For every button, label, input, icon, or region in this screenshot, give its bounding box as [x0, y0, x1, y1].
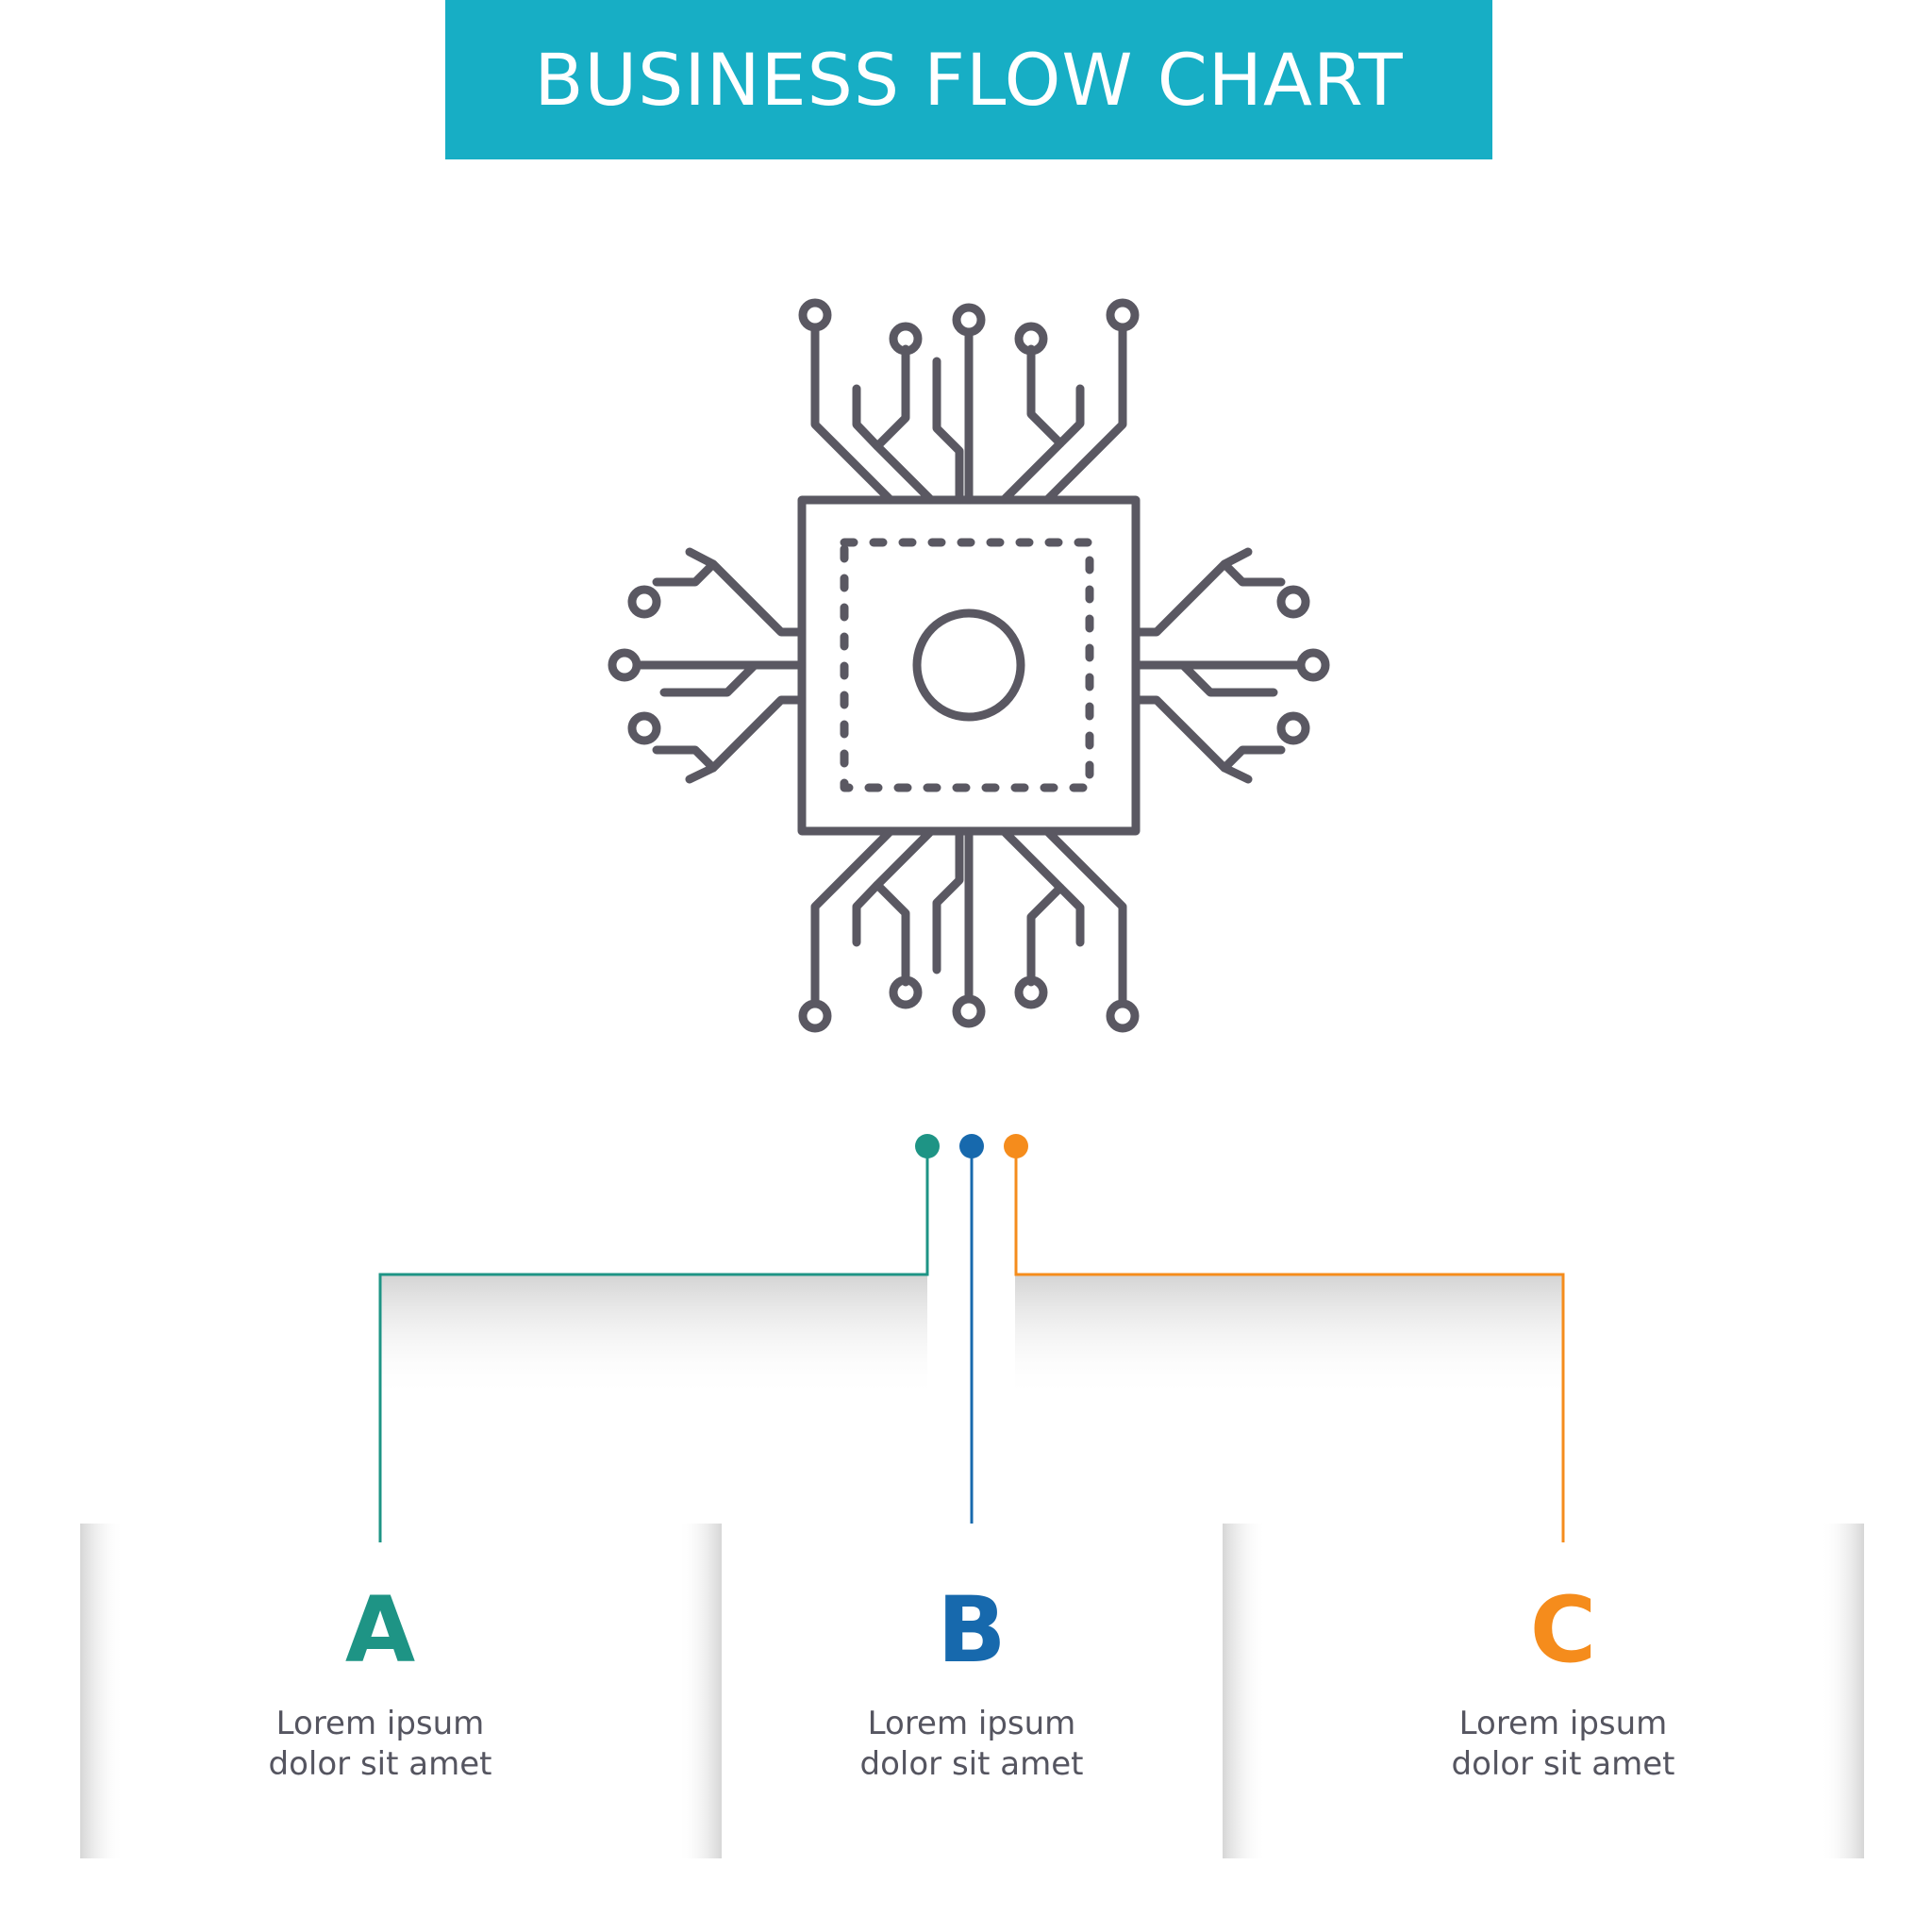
- step-c-line1: Lorem ipsum: [1458, 1705, 1668, 1742]
- connector-dot-c: [1004, 1134, 1028, 1158]
- connector-c: [1014, 1146, 1565, 1542]
- card-shadows: [80, 1524, 1864, 1858]
- connector-dot-a: [915, 1134, 940, 1158]
- connectors: [378, 1146, 1565, 1542]
- step-c-text: Lorem ipsum dolor sit amet: [1327, 1704, 1799, 1785]
- step-b-line2: dolor sit amet: [859, 1745, 1084, 1783]
- step-b-text: Lorem ipsum dolor sit amet: [736, 1704, 1208, 1785]
- connector-dot-b: [959, 1134, 984, 1158]
- step-a-text: Lorem ipsum dolor sit amet: [144, 1704, 616, 1785]
- step-c-label: C: [1529, 1577, 1597, 1683]
- title-banner: BUSINESS FLOW CHART: [445, 0, 1492, 159]
- connector-a: [378, 1146, 929, 1542]
- connector-shading: [380, 1275, 1562, 1398]
- step-a-label: A: [344, 1577, 416, 1683]
- step-c-line2: dolor sit amet: [1451, 1745, 1675, 1783]
- step-b-line1: Lorem ipsum: [867, 1705, 1076, 1742]
- page-title: BUSINESS FLOW CHART: [534, 38, 1404, 122]
- cpu-chip-icon: [608, 298, 1330, 1033]
- step-b-label: B: [937, 1577, 1007, 1683]
- step-a-line1: Lorem ipsum: [275, 1705, 485, 1742]
- step-a-line2: dolor sit amet: [268, 1745, 492, 1783]
